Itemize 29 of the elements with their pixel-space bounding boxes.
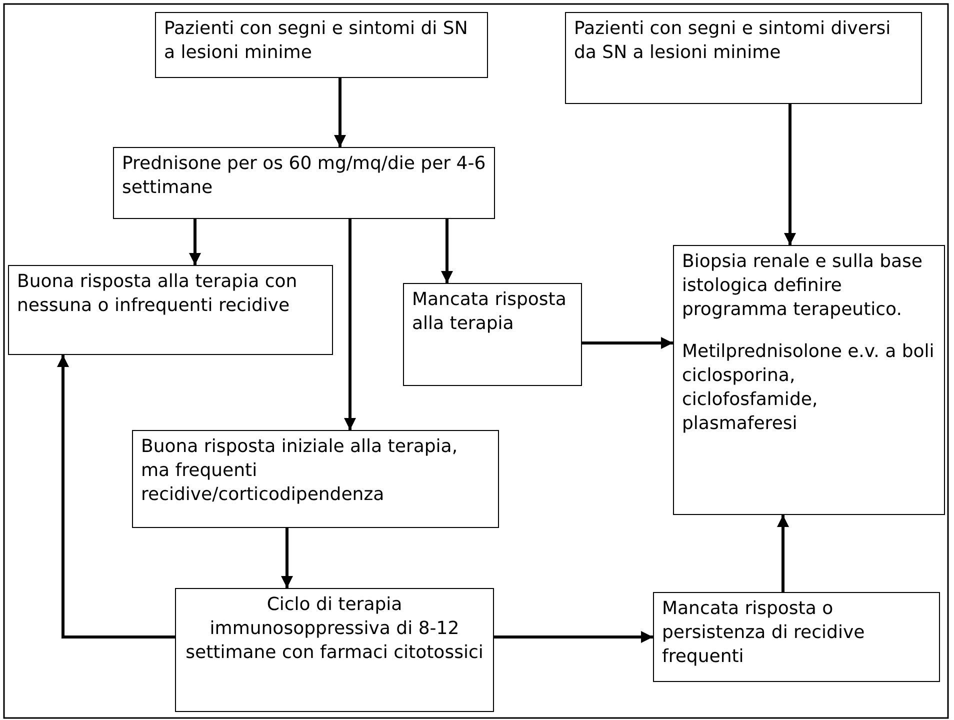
node-text: Mancata risposta o persistenza di recidive frequenti — [662, 597, 866, 669]
arrow — [57, 355, 175, 638]
node-text: Ciclo di terapia immunosoppressiva di 8-12 settimane con farmaci citotossici — [184, 593, 484, 665]
node-text: Mancata risposta alla terapia — [412, 288, 568, 336]
arrow — [441, 219, 453, 283]
process-box — [653, 592, 940, 682]
arrow — [334, 78, 346, 147]
node-text: Prednisone per os 60 mg/mq/die per 4-6 settimane — [122, 152, 486, 200]
arrow — [189, 219, 201, 265]
node-text: Metilprednisolone e.v. a boli ciclosporina, ciclofosfamide, plasmaferesi — [682, 340, 936, 436]
arrow — [281, 528, 293, 588]
node-text: Pazienti con segni e sintomi di SN a lesioni minime — [164, 17, 469, 65]
process-box — [113, 147, 495, 219]
arrow — [494, 631, 653, 643]
arrow — [582, 337, 673, 349]
arrow — [777, 515, 789, 592]
process-box — [175, 588, 494, 712]
arrow — [784, 104, 796, 245]
process-box — [8, 265, 333, 355]
node-text: Pazienti con segni e sintomi diversi da SN a lesioni minime — [574, 17, 892, 65]
process-box — [155, 12, 488, 78]
process-box — [403, 283, 582, 386]
process-box — [673, 245, 945, 515]
process-box — [132, 430, 499, 528]
node-text: Buona risposta iniziale alla terapia, ma frequenti recidive/corticodipendenza — [141, 435, 459, 507]
node-text: Buona risposta alla terapia con nessuna o infrequenti recidive — [17, 270, 298, 318]
node-text: Biopsia renale e sulla base istologica definire programma terapeutico. — [682, 250, 924, 322]
arrow — [344, 219, 356, 430]
process-box — [565, 12, 922, 104]
